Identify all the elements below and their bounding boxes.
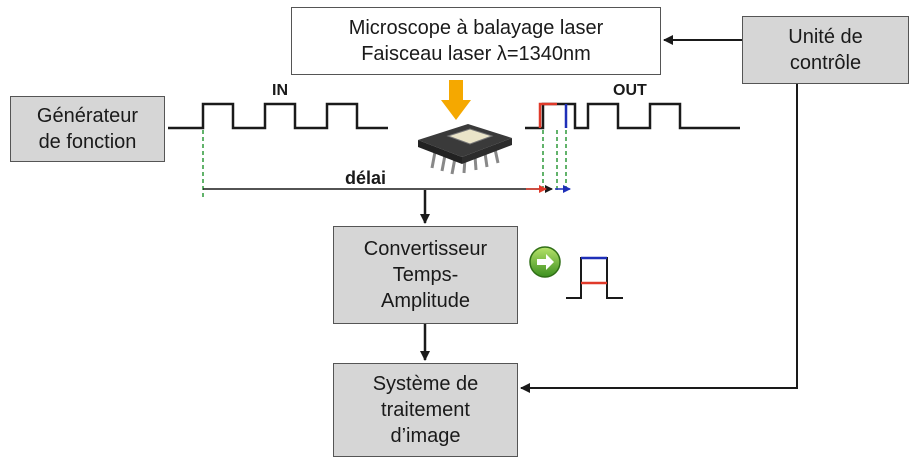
delay-label: délai: [345, 168, 387, 188]
converter-line2: Temps-: [392, 264, 459, 286]
out-label: OUT: [613, 82, 647, 99]
function-generator-line1: Générateur: [36, 105, 139, 127]
converter-box: Convertisseur Temps- Amplitude: [333, 226, 518, 324]
function-generator-box: Générateur de fonction: [10, 96, 165, 162]
function-generator-line2: de fonction: [38, 131, 137, 153]
arrow-control-to-image-system: [520, 84, 798, 393]
control-unit-line1: Unité de: [788, 26, 863, 48]
in-label: IN: [272, 82, 288, 99]
image-system-box: Système de traitement d’image: [333, 363, 518, 457]
control-unit-box: Unité de contrôle: [742, 16, 909, 84]
out-waveform: [525, 102, 740, 130]
image-system-line3: d’image: [390, 425, 461, 447]
converter-line3: Amplitude: [381, 290, 470, 312]
next-arrow-icon: [529, 246, 561, 278]
converter-line1: Convertisseur: [363, 238, 488, 260]
control-unit-line2: contrôle: [789, 52, 862, 74]
image-system-line2: traitement: [381, 399, 470, 421]
image-system-line1: Système de: [372, 373, 479, 395]
in-waveform: [168, 102, 388, 130]
out-red-edge: [538, 102, 557, 128]
microscope-line2: Faisceau laser λ=1340nm: [361, 43, 591, 65]
pulse-output-icon: [566, 256, 623, 299]
laser-arrow-icon: [441, 80, 471, 120]
microscope-box: Microscope à balayage laser Faisceau las…: [291, 7, 661, 75]
chip-icon: [418, 124, 512, 175]
microscope-line1: Microscope à balayage laser: [348, 17, 604, 39]
